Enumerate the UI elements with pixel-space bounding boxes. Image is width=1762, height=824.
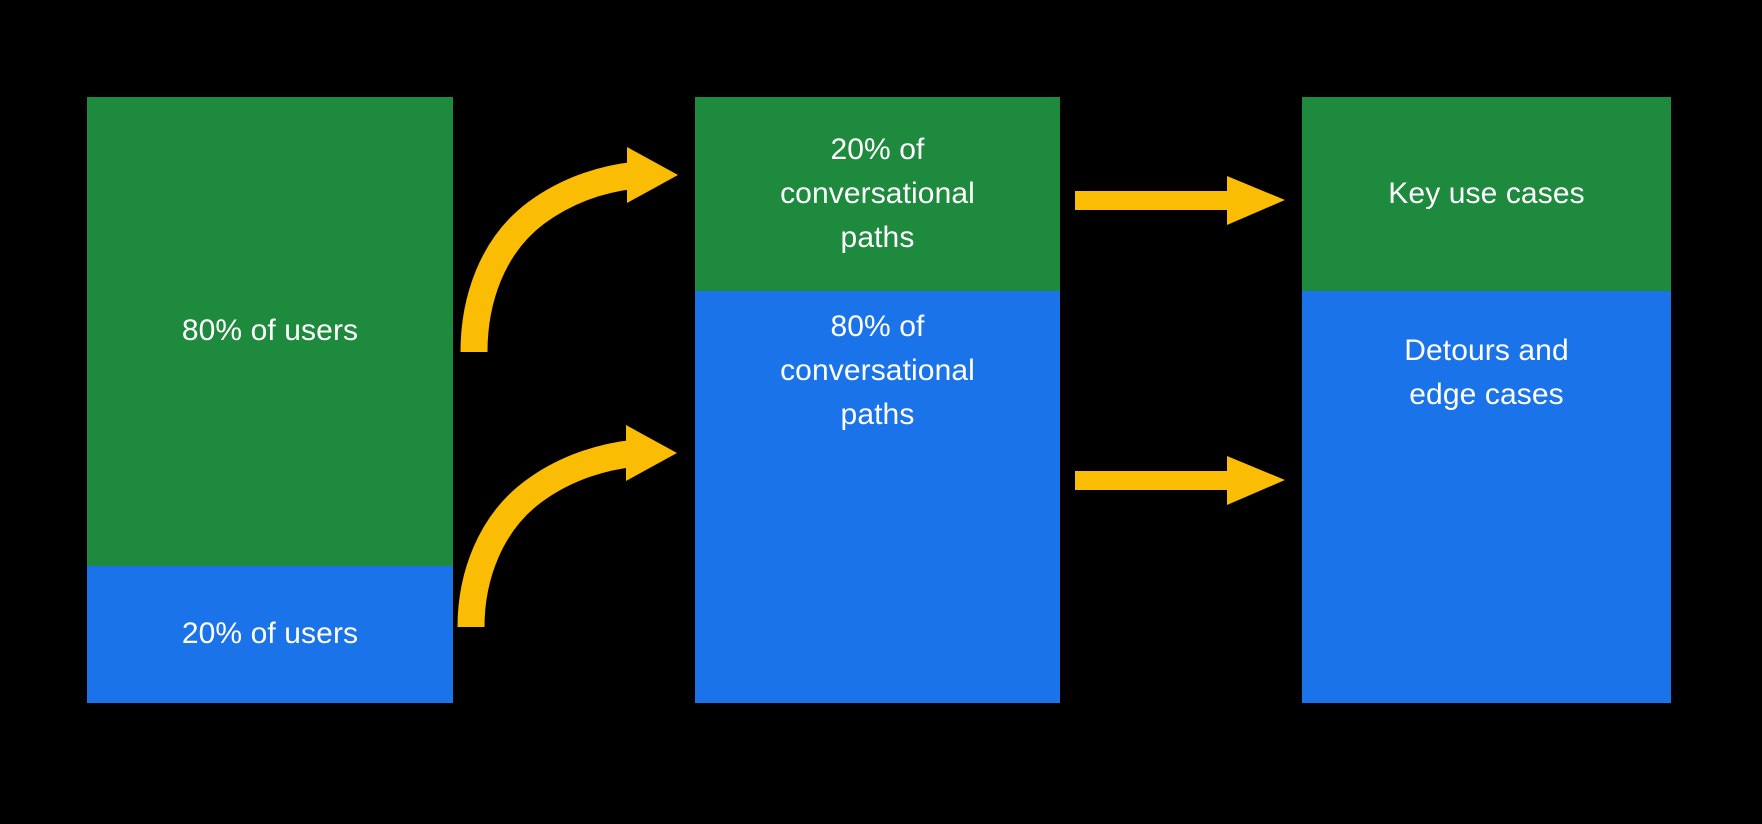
bar-segment-paths-majority[interactable]: 80% of conversational paths [695, 291, 1060, 703]
bar-segment-outcome-detours[interactable]: Detours and edge cases [1302, 291, 1671, 703]
curved-arrow-icon-users-majority-to-paths-minority[interactable] [460, 147, 678, 353]
bar-segment-label: 20% of conversational paths [780, 132, 975, 255]
bar-segment-label: Key use cases [1388, 176, 1585, 210]
bar-segment-label: 20% of users [181, 617, 359, 651]
curved-arrow-icon-users-minority-to-paths-majority[interactable] [457, 425, 677, 628]
bar-segment-outcome-key-use-cases[interactable]: Key use cases [1302, 97, 1671, 291]
bar-segment-paths-minority[interactable]: 20% of conversational paths [695, 97, 1060, 291]
bar-segment-label: 80% of conversational paths [780, 310, 975, 432]
bar-segment-label: Detours and edge cases [1404, 334, 1569, 412]
right-arrow-icon-paths-minority-to-key-use-cases[interactable] [1075, 176, 1285, 225]
right-arrow-icon-paths-majority-to-detours[interactable] [1075, 456, 1285, 505]
bar-segment-users-majority[interactable]: 80% of users [87, 97, 453, 566]
bar-segment-users-minority[interactable]: 20% of users [87, 566, 453, 703]
bar-segment-label: 80% of users [181, 314, 359, 348]
